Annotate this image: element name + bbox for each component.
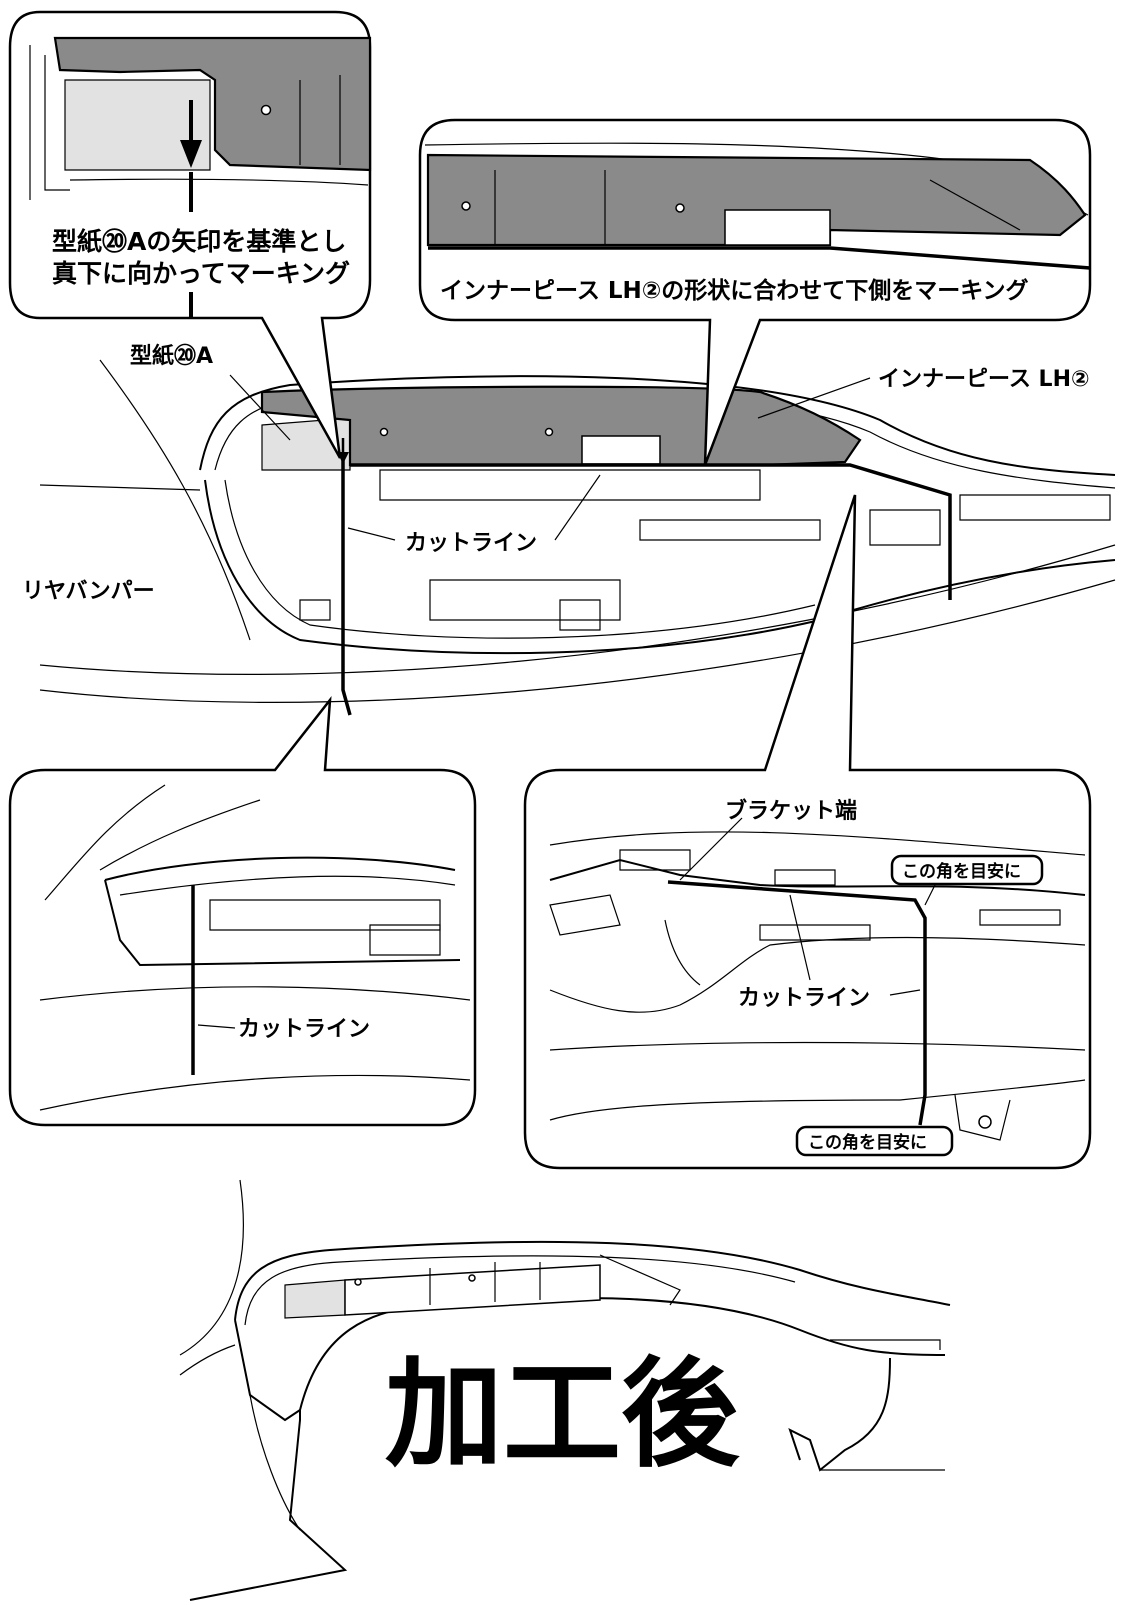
bracket-end-label: ブラケット端 — [725, 798, 857, 824]
corner-guide-badge-top — [890, 854, 1044, 886]
top-left-instruction-line2: 真下に向かってマーキング — [52, 259, 350, 288]
after-processing-label: 加工後 — [385, 1345, 740, 1483]
cut-line-main-label: カットライン — [405, 531, 537, 556]
template-label: 型紙⑳A — [130, 343, 213, 369]
corner-guide-badge-bottom — [795, 1125, 954, 1157]
top-left-instruction-line1: 型紙⑳Aの矢印を基準とし — [52, 227, 346, 256]
cut-line-bottom-left-label: カットライン — [238, 1017, 370, 1042]
cut-line-bottom-right-label: カットライン — [738, 986, 870, 1011]
detail-panel-bottom-left: カットライン — [8, 696, 477, 1127]
rear-bumper-label: リヤバンパー — [22, 579, 155, 604]
corner-guide-top-label: この角を目安に — [902, 861, 1021, 882]
detail-panel-top-left: 型紙⑳Aの矢印を基準とし 真下に向かってマーキング — [8, 10, 372, 459]
detail-panel-top-right: インナーピース LH②の形状に合わせて下側をマーキング — [418, 118, 1092, 466]
corner-guide-bottom-label: この角を目安に — [808, 1132, 927, 1153]
inner-piece-label: インナーピース LH② — [878, 367, 1090, 392]
main-bumper-drawing — [39, 359, 1116, 716]
top-right-instruction: インナーピース LH②の形状に合わせて下側をマーキング — [440, 277, 1029, 304]
detail-panel-bottom-right: ブラケット端 カットライン この角を目安に この角を目安に — [523, 494, 1092, 1170]
after-processing-drawing: 加工後 — [179, 1179, 951, 1601]
